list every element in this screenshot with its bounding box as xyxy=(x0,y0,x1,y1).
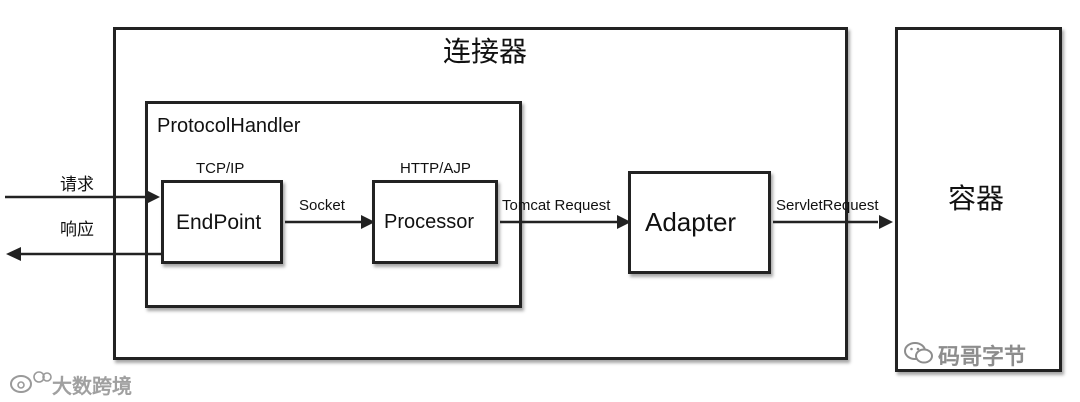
weibo-logo-icon xyxy=(10,371,52,393)
socket-label: Socket xyxy=(299,197,345,214)
wechat-account-watermark: 码哥字节 xyxy=(938,344,1027,369)
arrow-head-icon xyxy=(879,215,893,229)
arrow-head-icon xyxy=(361,215,375,229)
processor-box xyxy=(372,180,498,264)
request-label: 请求 xyxy=(60,175,94,194)
processor-label: Processor xyxy=(384,211,475,233)
endpoint-label: EndPoint xyxy=(176,211,262,234)
arrow-head-icon xyxy=(617,215,631,229)
processor-protocol-label: HTTP/AJP xyxy=(400,160,471,177)
tomcat-request-label: Tomcat Request xyxy=(502,197,611,214)
endpoint-box xyxy=(161,180,283,264)
arrow-head-icon xyxy=(6,247,21,261)
container-box xyxy=(895,27,1062,372)
protocol-handler-title: ProtocolHandler xyxy=(157,115,301,137)
endpoint-protocol-label: TCP/IP xyxy=(196,160,245,177)
container-title: 容器 xyxy=(948,183,1005,214)
adapter-box xyxy=(628,171,771,274)
corner-watermark: 大数跨境 xyxy=(52,376,132,398)
arrow-head-icon xyxy=(146,190,160,204)
servlet-request-label: ServletRequest xyxy=(776,197,879,214)
connector-title: 连接器 xyxy=(443,36,528,67)
response-label: 响应 xyxy=(60,220,94,239)
wechat-icon xyxy=(904,342,933,364)
adapter-label: Adapter xyxy=(645,207,737,237)
